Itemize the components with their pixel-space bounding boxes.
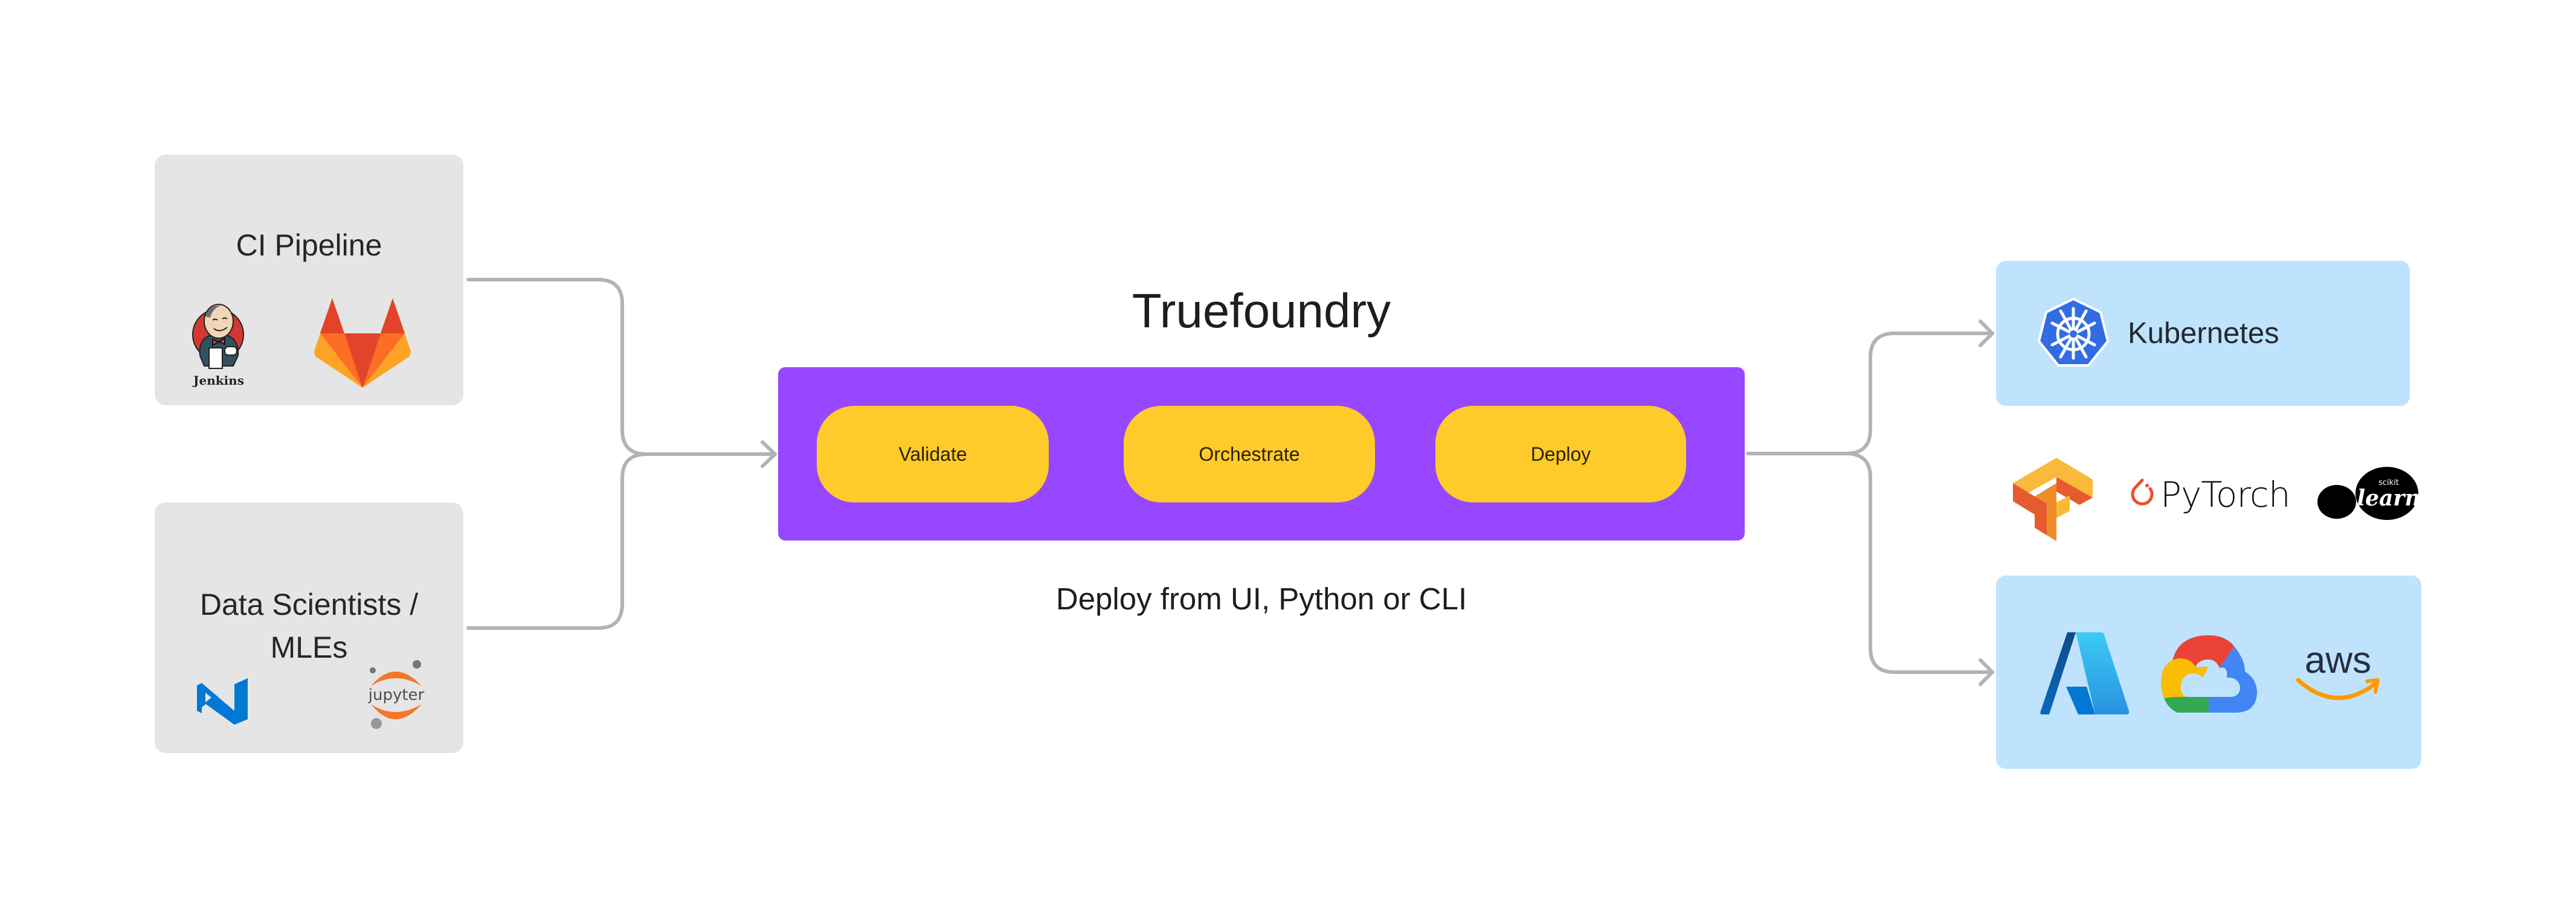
jupyter-label: jupyter [368, 686, 425, 704]
stage-orchestrate: Orchestrate [1124, 406, 1375, 502]
sklearn-big: learn [2357, 486, 2420, 511]
source-title: Data Scientists / MLEs [199, 588, 419, 664]
jenkins-icon: Jenkins [192, 304, 244, 388]
jupyter-icon: jupyter [368, 660, 425, 729]
sklearn-small: scikit [2378, 478, 2399, 487]
arrowhead-clouds [1979, 658, 1994, 686]
connector-ci-to-platform [466, 278, 648, 456]
stage-deploy: Deploy [1435, 406, 1686, 502]
source-title: CI Pipeline [236, 228, 382, 262]
jenkins-label: Jenkins [192, 373, 244, 388]
source-data-scientists: Data Scientists / MLEs jupyter [155, 502, 463, 753]
connector-ds-to-platform [466, 452, 648, 630]
platform-subtitle: Deploy from UI, Python or CLI [1055, 582, 1467, 616]
aws-label: aws [2305, 640, 2371, 681]
azure-icon [2040, 632, 2130, 714]
target-clouds [1996, 576, 2421, 769]
aws-icon: aws [2296, 640, 2380, 701]
vscode-icon [197, 678, 248, 725]
connector-to-clouds [1844, 452, 1994, 674]
source-ci-pipeline: CI Pipeline Jenkins [155, 155, 463, 405]
connector-to-k8s [1869, 332, 1994, 431]
gcp-icon [2161, 635, 2257, 713]
sklearn-icon: scikit learn [2317, 467, 2421, 520]
kubernetes-icon [2038, 298, 2109, 367]
gitlab-icon [314, 298, 411, 388]
arrowhead-k8s [1979, 319, 1994, 347]
tensorflow-icon [2013, 458, 2093, 541]
kubernetes-label: Kubernetes [2128, 317, 2279, 350]
arrowhead-platform-in [761, 440, 777, 468]
connector-platform-out [1746, 428, 1872, 455]
pytorch-label: PyTorch [2160, 474, 2291, 515]
stage-validate: Validate [817, 406, 1049, 502]
platform-title: Truefoundry [1132, 284, 1391, 338]
pytorch-icon [2131, 478, 2154, 505]
